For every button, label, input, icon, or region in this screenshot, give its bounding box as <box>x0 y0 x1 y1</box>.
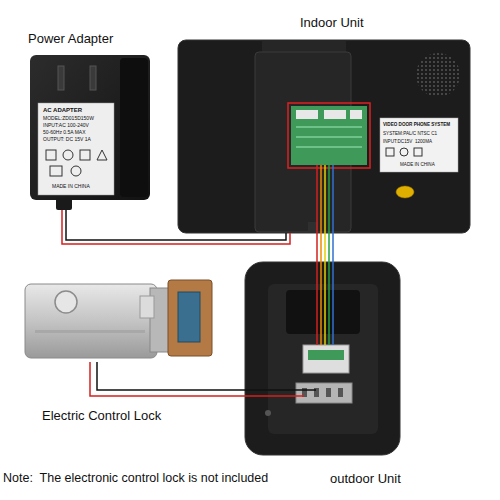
lock-body <box>25 284 157 358</box>
screw-terminal <box>326 388 331 397</box>
wire <box>90 362 245 396</box>
key-cylinder <box>55 291 77 313</box>
indoor-sticker <box>380 118 458 172</box>
back-recess <box>268 284 378 434</box>
adapter-prong <box>90 66 96 90</box>
terminal-block <box>303 345 349 373</box>
top-hinge <box>262 40 346 52</box>
circuit-board <box>291 106 367 165</box>
adapter-body <box>30 55 150 200</box>
wire <box>316 233 318 262</box>
note-text: Note: The electronic control lock is not… <box>3 472 268 486</box>
screw-terminal <box>338 388 343 397</box>
speaker-grille <box>416 53 460 97</box>
sticker-icon <box>46 150 56 160</box>
camera-cavity <box>286 290 360 334</box>
sticker-icon <box>63 150 73 160</box>
outdoor-unit-drawing <box>245 262 400 455</box>
wire <box>332 262 334 345</box>
pass-sticker <box>396 186 414 198</box>
outdoor-housing <box>245 262 400 455</box>
wire <box>316 262 318 345</box>
sticker-text: OUTPUT: DC 15V 1A <box>43 137 91 143</box>
device-title: Power Adapter <box>28 31 113 46</box>
outdoor-unit: outdoor Unit <box>245 262 400 455</box>
sticker-icon <box>97 150 107 160</box>
sticker-text: SYSTEM:PAL/C NTSC C1 <box>383 131 437 136</box>
sticker-icon <box>414 148 422 156</box>
board-trace <box>296 136 362 138</box>
sticker-icon <box>71 166 81 176</box>
device-title: Indoor Unit <box>300 15 364 30</box>
body-groove <box>35 330 145 333</box>
wire <box>245 389 316 391</box>
wire <box>328 262 330 345</box>
wire <box>324 165 326 233</box>
power-adapter-drawing <box>30 55 150 210</box>
sticker-text: VIDEO DOOR PHONE SYSTEM <box>383 122 450 127</box>
wire-bundle <box>62 210 290 244</box>
wire <box>66 210 286 240</box>
wire <box>320 165 322 233</box>
wire <box>316 165 318 233</box>
lock-bolt <box>140 296 154 318</box>
board-trace <box>296 126 362 128</box>
wire <box>328 165 330 233</box>
wire <box>320 262 322 345</box>
electric-lock: Electric Control Lock <box>25 280 215 362</box>
connector <box>324 110 346 119</box>
wire <box>324 233 326 262</box>
sticker-icon <box>50 166 62 176</box>
wire-bundle <box>90 362 245 396</box>
sticker-text: INPUT:AC 100-240V <box>43 123 89 129</box>
strike-frame <box>168 280 212 356</box>
strike-window <box>178 292 200 342</box>
adapter-side <box>120 58 148 197</box>
wire <box>97 362 245 390</box>
wire-bundle <box>317 233 333 262</box>
wire <box>245 395 304 397</box>
indoor-housing <box>178 40 470 233</box>
lock-drawing <box>25 280 212 358</box>
sticker-icon <box>400 148 408 156</box>
lock-terminal-plate <box>296 383 352 403</box>
sticker-text: MADE IN CHINA <box>400 162 435 167</box>
adapter-prong <box>58 66 64 90</box>
strain-relief <box>56 198 72 210</box>
wire <box>62 210 290 244</box>
sticker-text: 50-60Hz 0.5A MAX <box>43 130 86 136</box>
indoor-unit: Indoor Unit <box>178 40 470 233</box>
adapter-sticker <box>38 103 114 195</box>
connector <box>350 110 362 119</box>
terminal-strip <box>308 350 344 360</box>
highlight-frame <box>288 103 370 168</box>
sticker-text: INPUT:DC15V 1200MA <box>383 139 432 144</box>
wire <box>324 262 326 345</box>
sticker-text: MADE IN CHINA <box>52 184 90 190</box>
wire <box>320 233 322 262</box>
sticker-text: AC ADAPTER <box>43 107 82 114</box>
mount-hole <box>265 410 271 416</box>
board-trace <box>296 146 362 148</box>
device-title: Electric Control Lock <box>42 408 161 423</box>
indoor-unit-drawing <box>178 40 470 233</box>
wire <box>332 165 334 233</box>
wire <box>328 233 330 262</box>
device-title: outdoor Unit <box>330 471 401 486</box>
connector <box>296 110 318 119</box>
sticker-icon <box>386 148 394 156</box>
sticker-icon <box>80 150 90 160</box>
sticker-text: MODEL:ZD015D150W <box>43 116 94 122</box>
wire <box>332 233 334 262</box>
